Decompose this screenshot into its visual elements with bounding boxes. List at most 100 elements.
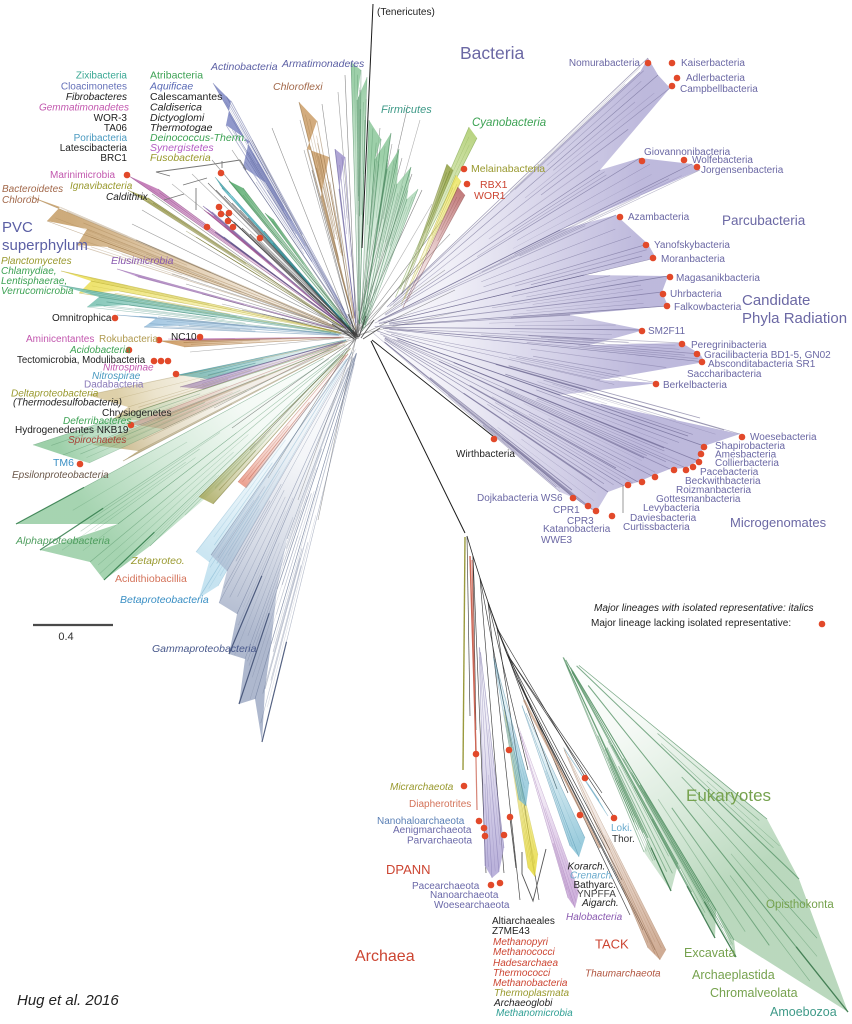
svg-text:(Tenericutes): (Tenericutes) [377,7,435,18]
svg-text:Nomurabacteria: Nomurabacteria [569,58,641,69]
svg-text:Methanomicrobia: Methanomicrobia [496,1008,573,1019]
svg-text:Crenarch.: Crenarch. [570,871,614,882]
svg-text:Chrysiogenetes: Chrysiogenetes [102,408,171,419]
svg-text:Loki.: Loki. [611,823,632,834]
svg-text:Fibrobacteres: Fibrobacteres [66,92,127,103]
svg-text:Bacteroidetes: Bacteroidetes [2,184,63,195]
svg-text:superphylum: superphylum [2,237,88,254]
svg-text:Woesebacteria: Woesebacteria [750,432,817,443]
svg-text:Archaeoglobi: Archaeoglobi [493,998,553,1009]
svg-text:Tectomicrobia, Modulibacteria: Tectomicrobia, Modulibacteria [17,355,146,366]
svg-text:WWE3: WWE3 [541,535,573,546]
svg-text:Hug et al. 2016: Hug et al. 2016 [17,992,119,1009]
svg-text:Archaea: Archaea [355,948,415,965]
svg-text:Cloacimonetes: Cloacimonetes [61,82,127,93]
svg-text:Magasanikbacteria: Magasanikbacteria [676,273,760,284]
svg-text:Synergistetes: Synergistetes [150,142,214,154]
svg-text:Acidobacteria: Acidobacteria [69,345,131,356]
svg-text:Moranbacteria: Moranbacteria [661,254,725,265]
svg-text:Yanofskybacteria: Yanofskybacteria [654,240,730,251]
svg-text:SM2F11: SM2F11 [648,326,685,337]
svg-text:TA06: TA06 [104,123,128,134]
svg-text:NC10: NC10 [171,332,197,343]
svg-text:Amesbacteria: Amesbacteria [715,450,777,461]
svg-text:Nanoarchaeota: Nanoarchaeota [430,890,499,901]
svg-text:Fusobacteria: Fusobacteria [150,152,211,164]
svg-text:PVC: PVC [2,219,33,236]
svg-text:Roizmanbacteria: Roizmanbacteria [676,485,751,496]
svg-text:DPANN: DPANN [386,862,431,877]
svg-text:Adlerbacteria: Adlerbacteria [686,73,745,84]
svg-text:Amoebozoa: Amoebozoa [770,1005,837,1019]
svg-text:CPR3: CPR3 [567,516,594,527]
svg-text:Hadesarchaea: Hadesarchaea [493,958,558,969]
svg-text:(Thermodesulfobacteria): (Thermodesulfobacteria) [13,397,122,408]
svg-text:TM6: TM6 [53,457,74,469]
svg-text:YNPFFA: YNPFFA [577,889,616,900]
svg-text:Shapirobacteria: Shapirobacteria [715,441,785,452]
svg-text:Microgenomates: Microgenomates [730,515,827,530]
svg-text:Gracilibacteria BD1-5, GN02: Gracilibacteria BD1-5, GN02 [704,350,831,361]
svg-text:Armatimonadetes: Armatimonadetes [281,58,365,70]
svg-text:Nitrospinae: Nitrospinae [103,363,154,374]
svg-text:Methanobacteria: Methanobacteria [493,978,568,989]
svg-text:Spirochaetes: Spirochaetes [68,435,126,446]
svg-text:Gammaproteobacteria: Gammaproteobacteria [152,643,257,655]
svg-text:Phyla Radiation: Phyla Radiation [742,310,847,327]
svg-text:Altiarchaeales: Altiarchaeales [492,916,555,927]
svg-text:Dictyoglomi: Dictyoglomi [150,112,205,124]
svg-text:Calescamantes: Calescamantes [150,91,222,103]
svg-text:Deltaproteobacteria: Deltaproteobacteria [11,389,99,400]
svg-text:Verrucomicrobia: Verrucomicrobia [1,286,74,297]
svg-text:Lentisphaerae,: Lentisphaerae, [1,276,67,287]
svg-text:Campbellbacteria: Campbellbacteria [680,84,758,95]
svg-text:0.4: 0.4 [58,631,73,643]
svg-text:TACK: TACK [595,937,629,952]
svg-text:Thaumarchaeota: Thaumarchaeota [585,969,661,980]
svg-text:Absconditabacteria SR1: Absconditabacteria SR1 [708,359,816,370]
svg-text:Thermococci: Thermococci [493,968,551,979]
svg-text:Firmicutes: Firmicutes [381,104,432,116]
svg-text:Rokubacteria: Rokubacteria [99,334,158,345]
svg-text:WOR-3: WOR-3 [94,113,128,124]
svg-text:Aminicentantes: Aminicentantes [26,334,94,345]
svg-text:Pacebacteria: Pacebacteria [700,467,759,478]
svg-text:Major lineage lacking isolated: Major lineage lacking isolated represent… [591,618,791,629]
svg-text:Caldithrix: Caldithrix [106,192,149,203]
svg-text:Gottesmanbacteria: Gottesmanbacteria [656,494,741,505]
svg-text:Opisthokonta: Opisthokonta [766,899,834,911]
svg-text:Cyanobacteria: Cyanobacteria [472,117,546,129]
svg-text:Poribacteria: Poribacteria [74,133,128,144]
svg-text:Azambacteria: Azambacteria [628,212,690,223]
svg-text:Curtissbacteria: Curtissbacteria [623,522,690,533]
svg-text:Candidate: Candidate [742,292,810,309]
svg-text:Jorgensenbacteria: Jorgensenbacteria [701,165,784,176]
svg-text:Saccharibacteria: Saccharibacteria [687,369,762,380]
svg-text:Beckwithbacteria: Beckwithbacteria [685,476,761,487]
svg-text:Deinococcus-Therm.: Deinococcus-Therm. [150,132,247,144]
svg-text:Wolfebacteria: Wolfebacteria [692,155,753,166]
svg-text:Caldiserica: Caldiserica [150,102,202,114]
svg-text:Aquificae: Aquificae [149,81,193,93]
svg-text:Ignavibacteria: Ignavibacteria [70,181,133,192]
svg-text:Betaproteobacteria: Betaproteobacteria [120,594,209,606]
svg-text:Z7ME43: Z7ME43 [492,926,530,937]
svg-text:Falkowbacteria: Falkowbacteria [674,302,742,313]
svg-text:Nitrospirae: Nitrospirae [92,371,141,382]
svg-text:Wirthbacteria: Wirthbacteria [456,449,515,460]
svg-text:Collierbacteria: Collierbacteria [715,458,779,469]
svg-text:Dadabacteria: Dadabacteria [84,380,144,391]
svg-text:Planctomycetes: Planctomycetes [1,256,72,267]
svg-text:Deferribacteres: Deferribacteres [63,416,131,427]
svg-text:Actinobacteria: Actinobacteria [210,61,278,73]
svg-text:Berkelbacteria: Berkelbacteria [663,380,727,391]
svg-text:Thermoplasmata: Thermoplasmata [494,988,569,999]
svg-text:Chlamydiae,: Chlamydiae, [1,266,57,277]
svg-text:Melainabacteria: Melainabacteria [471,163,545,175]
svg-text:Chlorobi: Chlorobi [2,195,40,206]
svg-text:Epsilonproteobacteria: Epsilonproteobacteria [12,470,109,481]
svg-text:Bacteria: Bacteria [460,43,524,63]
svg-text:Chloroflexi: Chloroflexi [273,81,323,93]
svg-text:Eukaryotes: Eukaryotes [686,786,771,805]
svg-text:Omnitrophica: Omnitrophica [52,313,112,324]
